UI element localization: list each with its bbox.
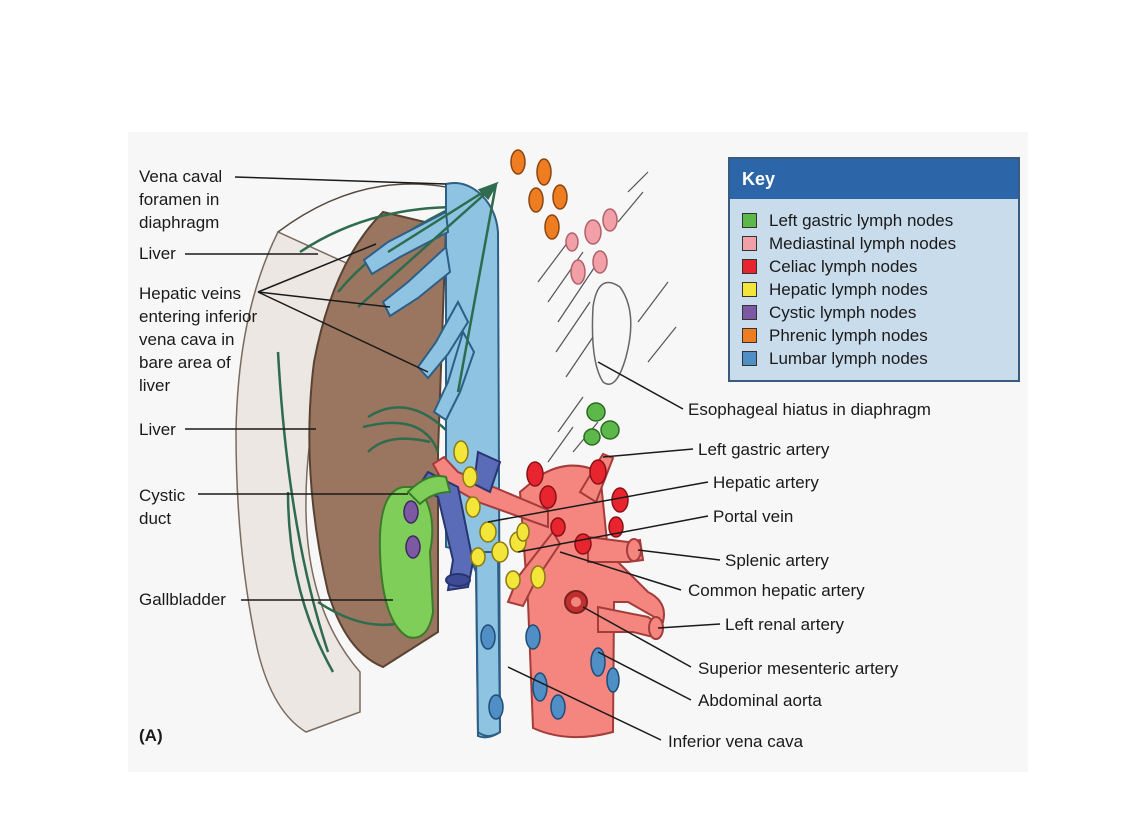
panel-letter: (A): [139, 726, 163, 745]
key-item-lumbar: Lumbar lymph nodes: [742, 347, 1018, 370]
label-left-gastric-artery: Left gastric artery: [698, 440, 830, 459]
key-swatch-lumbar: [742, 351, 757, 366]
portal-vein-cut-end: [445, 573, 471, 587]
label-liver-lower: Liver: [139, 420, 176, 439]
label-abdominal-aorta: Abdominal aorta: [698, 691, 822, 710]
label-vena-caval-foramen: Vena caval foramen in diaphragm: [139, 167, 223, 232]
key-item-cystic: Cystic lymph nodes: [742, 301, 1018, 324]
key-swatch-left-gastric: [742, 213, 757, 228]
gallbladder: [378, 486, 435, 639]
key-swatch-phrenic: [742, 328, 757, 343]
key-swatch-cystic: [742, 305, 757, 320]
left-gastric-lymph-nodes: [583, 402, 620, 446]
key-item-label: Phrenic lymph nodes: [769, 325, 928, 345]
label-left-renal-artery: Left renal artery: [725, 615, 845, 634]
label-cystic-duct: Cystic duct: [139, 486, 186, 528]
hepatic-lymph-nodes: [453, 440, 546, 590]
key-swatch-celiac: [742, 259, 757, 274]
label-common-hepatic-artery: Common hepatic artery: [688, 581, 865, 600]
key-title: Key: [730, 159, 1018, 199]
diaphragm-hatching: [537, 171, 677, 463]
label-hepatic-veins: Hepatic veins entering inferior vena cav…: [139, 284, 258, 395]
key-item-label: Left gastric lymph nodes: [769, 210, 954, 230]
diaphragm-edge: [277, 183, 447, 233]
esophageal-hiatus: [591, 281, 632, 385]
lymph-flow-arrows: [357, 181, 499, 393]
key-item-label: Mediastinal lymph nodes: [769, 233, 957, 253]
cystic-lymph-nodes: [403, 500, 421, 559]
key-item-phrenic: Phrenic lymph nodes: [742, 324, 1018, 347]
label-gallbladder: Gallbladder: [139, 590, 226, 609]
key-list: Left gastric lymph nodes Mediastinal lym…: [730, 199, 1018, 370]
cystic-duct-vessel: [406, 475, 452, 506]
label-superior-mesenteric-artery: Superior mesenteric artery: [698, 659, 899, 678]
anatomy-figure: Vena caval foramen in diaphragm Liver He…: [128, 132, 1028, 772]
label-inferior-vena-cava: Inferior vena cava: [668, 732, 804, 751]
anatomy-illustration: [185, 149, 721, 741]
key-item-left-gastric: Left gastric lymph nodes: [742, 209, 1018, 232]
key-item-mediastinal: Mediastinal lymph nodes: [742, 232, 1018, 255]
key-item-celiac: Celiac lymph nodes: [742, 255, 1018, 278]
key-legend: Key Left gastric lymph nodes Mediastinal…: [728, 157, 1020, 382]
key-swatch-hepatic: [742, 282, 757, 297]
key-item-label: Cystic lymph nodes: [769, 302, 917, 322]
key-item-label: Celiac lymph nodes: [769, 256, 918, 276]
label-esophageal-hiatus: Esophageal hiatus in diaphragm: [688, 400, 931, 419]
key-item-hepatic: Hepatic lymph nodes: [742, 278, 1018, 301]
label-splenic-artery: Splenic artery: [725, 551, 829, 570]
label-portal-vein: Portal vein: [713, 507, 794, 526]
label-liver-upper: Liver: [139, 244, 176, 263]
key-swatch-mediastinal: [742, 236, 757, 251]
mediastinal-lymph-nodes: [565, 208, 618, 285]
leader-lines: [185, 176, 721, 741]
key-item-label: Lumbar lymph nodes: [769, 348, 928, 368]
celiac-lymph-nodes: [526, 459, 629, 555]
label-hepatic-artery: Hepatic artery: [713, 473, 819, 492]
key-item-label: Hepatic lymph nodes: [769, 279, 928, 299]
lumbar-lymph-nodes: [480, 624, 620, 720]
phrenic-lymph-nodes: [510, 149, 568, 240]
